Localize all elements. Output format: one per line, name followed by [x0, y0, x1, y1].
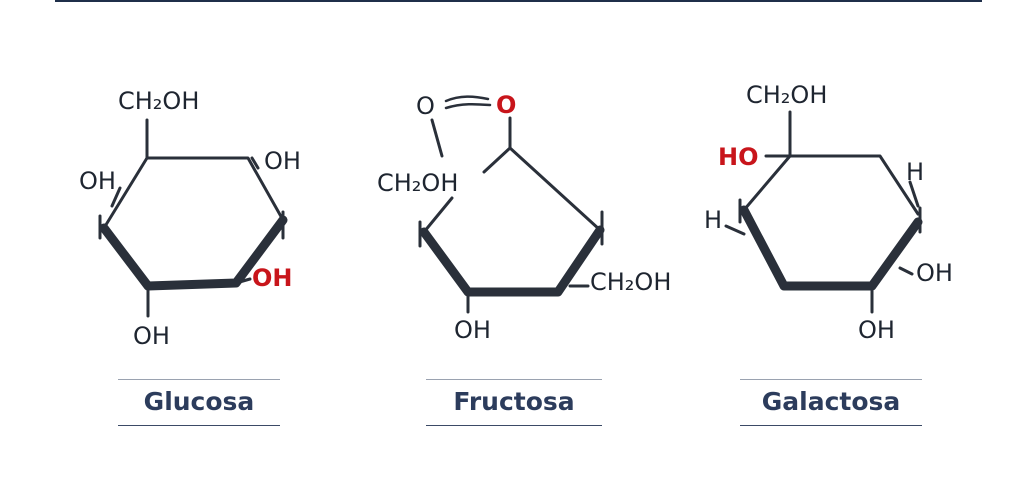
fructose-bond-o-ch2oh — [430, 118, 444, 158]
glucose-oh-bottom: OH — [133, 322, 170, 350]
galactose-bond-front — [739, 205, 923, 291]
glucose-bond-top-right — [145, 156, 285, 222]
glucose-ch2oh: CH₂OH — [118, 87, 199, 115]
fructose-double-bond — [444, 95, 492, 110]
galactose-bond-left-upper — [742, 154, 792, 212]
fructose-bond-ring-left — [422, 196, 454, 234]
fructose-structure: O O CH₂OH CH₂OH OH — [377, 91, 671, 344]
fructose-label-rule-bottom — [426, 425, 602, 426]
glucose-structure: CH₂OH OH OH OH OH — [79, 87, 301, 350]
galactose-h-right: H — [906, 158, 924, 186]
fructose-o-left: O — [416, 92, 435, 120]
glucose-bond-oh-left — [110, 186, 122, 208]
glucose-oh-lower-right: OH — [252, 264, 293, 292]
galactose-label: Galactosa — [761, 387, 901, 416]
glucose-bond-oh-lower — [234, 277, 252, 285]
galactose-label-rule-top — [740, 379, 922, 380]
galactose-bond-h-right — [908, 180, 920, 208]
fructose-label-rule-top — [426, 379, 602, 380]
glucose-label: Glucosa — [143, 387, 255, 416]
fructose-label: Fructosa — [453, 387, 575, 416]
galactose-ch2oh: CH₂OH — [746, 81, 827, 109]
galactose-label-rule-bottom — [740, 425, 922, 426]
fructose-ch2oh-right: CH₂OH — [590, 268, 671, 296]
galactose-bond-h-left — [724, 224, 746, 236]
top-divider — [55, 0, 982, 2]
fructose-ch2oh-top: CH₂OH — [377, 169, 458, 197]
galactose-h-left: H — [704, 206, 722, 234]
glucose-label-rule-top — [118, 379, 280, 380]
fructose-bond-ring-top — [482, 146, 602, 232]
fructose-o-right: O — [496, 91, 516, 119]
galactose-bond-oh-right — [898, 266, 914, 276]
fructose-oh-bottom: OH — [454, 316, 491, 344]
fructose-bond-front — [419, 225, 605, 297]
galactose-ho: HO — [718, 143, 759, 171]
glucose-oh-left: OH — [79, 167, 116, 195]
glucose-bond-front — [99, 215, 288, 291]
galactose-bond-top — [764, 154, 920, 216]
galactose-structure: CH₂OH HO H H OH OH — [704, 81, 953, 344]
glucose-bond-left-upper — [102, 156, 149, 230]
glucose-bond-oh-right — [250, 156, 260, 170]
galactose-oh-bottom: OH — [858, 316, 895, 344]
glucose-label-rule-bottom — [118, 425, 280, 426]
galactose-oh-right: OH — [916, 259, 953, 287]
glucose-oh-right: OH — [264, 147, 301, 175]
